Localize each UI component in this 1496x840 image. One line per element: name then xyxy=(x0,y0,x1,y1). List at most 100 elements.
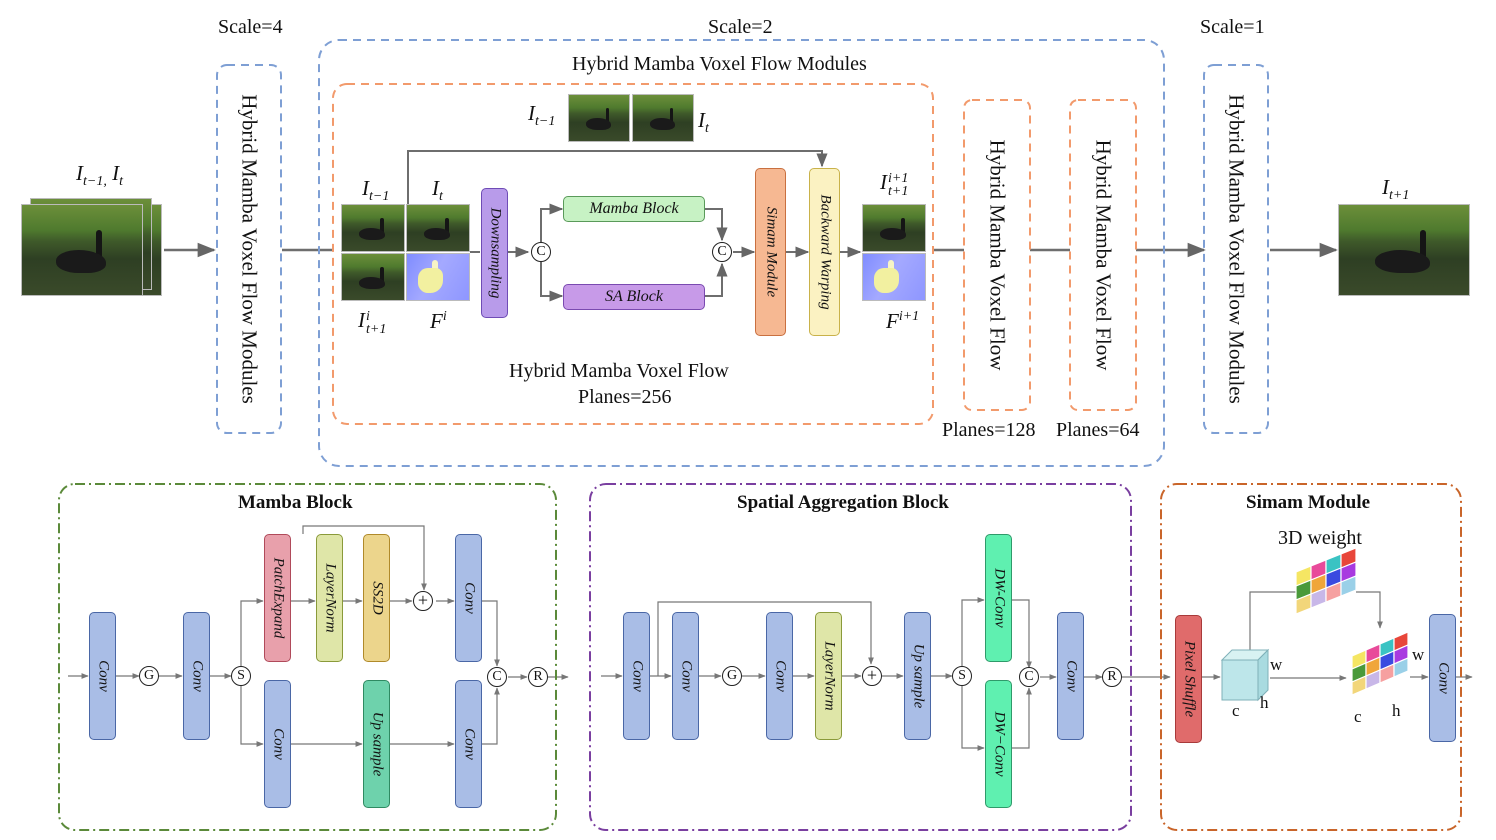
simam-block-border xyxy=(1160,483,1462,831)
spatial-conv-4: Conv xyxy=(1057,612,1084,740)
spatial-add-op: + xyxy=(862,666,882,686)
spatial-gelu-op: G xyxy=(722,666,742,686)
arrow-concat-to-sa xyxy=(540,262,564,302)
mamba-conv-4: Conv xyxy=(264,680,291,808)
inner-cur-label: It xyxy=(432,176,443,205)
mamba-conv-1: Conv xyxy=(89,612,116,740)
module-scale4-border xyxy=(216,64,282,434)
inner-out-flow xyxy=(862,253,926,301)
spatial-concat-op: C xyxy=(1019,667,1039,687)
mamba-add-op: + xyxy=(413,591,433,611)
top-frame-cur xyxy=(632,94,694,142)
flow128-border xyxy=(963,99,1031,411)
flow64-border xyxy=(1069,99,1137,411)
arrow-sa-to-concat2 xyxy=(705,262,728,297)
mamba-title: Mamba Block xyxy=(238,492,353,513)
flow-planes128: Hybrid Mamba Voxel Flow xyxy=(964,100,1030,410)
mamba-layer-norm: LayerNorm xyxy=(316,534,343,662)
arrow-concat-to-mamba xyxy=(540,203,564,242)
inner-flow-label: Fi xyxy=(430,309,447,333)
module-label: Hybrid Mamba Voxel Flow Modules xyxy=(237,94,262,404)
pixel-shuffle-block: Pixel Shuffle xyxy=(1175,615,1202,743)
weight-grid-icon xyxy=(1295,547,1357,615)
inner-flow-border xyxy=(332,83,934,425)
cube-h-label: h xyxy=(1260,693,1269,712)
mamba-conv-3: Conv xyxy=(455,534,482,662)
weighted-output-grid-icon xyxy=(1351,631,1409,696)
spatial-title: Spatial Aggregation Block xyxy=(737,492,949,513)
inner-out-flow-label: Fi+1 xyxy=(886,309,920,333)
mamba-split-op: S xyxy=(231,666,251,686)
spatial-block-border xyxy=(589,483,1132,831)
scale2-label: Scale=2 xyxy=(708,16,773,38)
cube-w-label: w xyxy=(1270,655,1283,674)
concat-op-1: C xyxy=(531,242,551,262)
simam-module-block: Simam Module xyxy=(755,168,786,336)
spatial-dw-conv-1: DW-Conv xyxy=(985,534,1012,662)
simam-conv: Conv xyxy=(1429,614,1456,742)
input-frame-front xyxy=(21,204,143,296)
arrow-skip-to-warp xyxy=(407,150,828,210)
spatial-dw-conv-2: DW−Conv xyxy=(985,680,1012,808)
mamba-conv-2: Conv xyxy=(183,612,210,740)
flow-planes64: Hybrid Mamba Voxel Flow xyxy=(1070,100,1136,410)
spatial-relu-op: R xyxy=(1102,667,1122,687)
top-prev-label: It−1 xyxy=(528,101,556,130)
mamba-block: Mamba Block xyxy=(563,196,705,222)
planes64-label: Planes=64 xyxy=(1056,419,1140,441)
mamba-ss2d: SS2D xyxy=(363,534,390,662)
module-label: Hybrid Mamba Voxel Flow Modules xyxy=(1224,94,1249,404)
output-label: It+1 xyxy=(1382,175,1410,204)
spatial-up-sample: Up sample xyxy=(904,612,931,740)
top-frame-prev xyxy=(568,94,630,142)
output-frame xyxy=(1338,204,1470,296)
feature-cube-icon xyxy=(1220,648,1270,702)
scale2-group-border xyxy=(318,39,1165,467)
cube-c-label: c xyxy=(1232,701,1240,720)
weight-label: 3D weight xyxy=(1278,527,1362,549)
spatial-split-op: S xyxy=(952,666,972,686)
backward-warping-block: Backward Warping xyxy=(809,168,840,336)
top-cur-label: It xyxy=(698,108,709,137)
hybrid-module-scale1: Hybrid Mamba Voxel Flow Modules xyxy=(1204,65,1268,433)
inner-frame-cur xyxy=(406,204,470,252)
mamba-block-border xyxy=(58,483,557,831)
input-pair-label: It−1, It xyxy=(76,161,123,190)
grid-w-label: w xyxy=(1412,645,1425,664)
inner-prev-label: It−1 xyxy=(362,176,390,205)
mamba-conv-5: Conv xyxy=(455,680,482,808)
mamba-patch-expand: PatchExpand xyxy=(264,534,291,662)
flow-label: Hybrid Mamba Voxel Flow xyxy=(1091,139,1116,371)
inner-flow-map xyxy=(406,253,470,301)
mamba-gelu-op: G xyxy=(139,666,159,686)
inner-frame-prev xyxy=(341,204,405,252)
spatial-layer-norm: LayerNorm xyxy=(815,612,842,740)
simam-title: Simam Module xyxy=(1246,492,1371,513)
scale4-label: Scale=4 xyxy=(218,16,283,38)
module-scale1-border xyxy=(1203,64,1269,434)
grid-h-label: h xyxy=(1392,701,1401,720)
inner-out-frame xyxy=(862,204,926,252)
planes128-label: Planes=128 xyxy=(942,419,1036,441)
inner-caption-line2: Planes=256 xyxy=(578,386,672,408)
flow-label: Hybrid Mamba Voxel Flow xyxy=(985,139,1010,371)
inner-caption-line1: Hybrid Mamba Voxel Flow xyxy=(509,360,729,382)
mamba-up-sample: Up sample xyxy=(363,680,390,808)
spatial-conv-1: Conv xyxy=(623,612,650,740)
mamba-relu-op: R xyxy=(528,667,548,687)
mamba-concat-op: C xyxy=(487,667,507,687)
inner-frame-next xyxy=(341,253,405,301)
arrow-mamba-to-concat2 xyxy=(705,208,728,242)
spatial-conv-2: Conv xyxy=(672,612,699,740)
spatial-conv-3: Conv xyxy=(766,612,793,740)
downsampling-block: Downsampling xyxy=(481,188,508,318)
group-title: Hybrid Mamba Voxel Flow Modules xyxy=(572,53,867,75)
grid-c-label: c xyxy=(1354,707,1362,726)
concat-op-2: C xyxy=(712,242,732,262)
scale1-label: Scale=1 xyxy=(1200,16,1265,38)
hybrid-module-scale4: Hybrid Mamba Voxel Flow Modules xyxy=(217,65,281,433)
